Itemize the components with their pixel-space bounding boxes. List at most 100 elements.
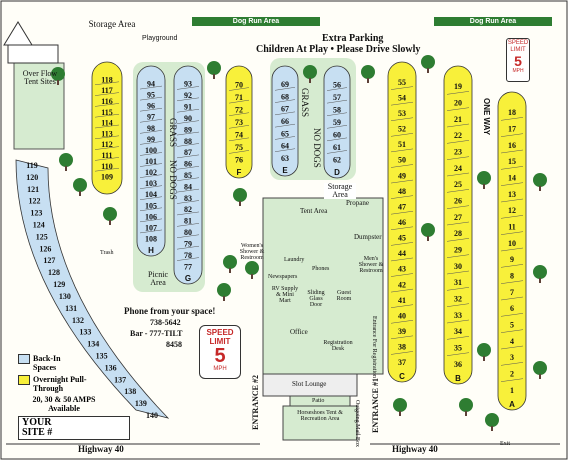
speed-sign-1-l1: SPEED <box>507 40 529 46</box>
site-96: 96 <box>147 102 155 111</box>
site-90: 90 <box>184 114 192 123</box>
site-134: 134 <box>87 340 99 349</box>
no-dogs-label-1: NO DOGS <box>168 160 178 200</box>
tree-icon <box>73 178 87 192</box>
site-divider <box>390 148 414 153</box>
site-92: 92 <box>184 91 192 100</box>
site-71: 71 <box>235 93 243 102</box>
site-113: 113 <box>101 129 113 138</box>
site-17: 17 <box>508 125 516 134</box>
site-divider <box>390 133 414 137</box>
site-43: 43 <box>398 265 406 274</box>
site-22: 22 <box>454 131 462 140</box>
site-85: 85 <box>184 171 192 180</box>
site-divider <box>390 179 414 184</box>
legend-backin-swatch <box>18 354 30 364</box>
site-40: 40 <box>398 311 406 320</box>
site-61: 61 <box>333 143 341 152</box>
office-label: Office <box>290 328 308 336</box>
playground-label: Playground <box>142 35 178 42</box>
site-divider <box>176 257 200 261</box>
site-39: 39 <box>398 327 406 336</box>
your-site-label: YOUR SITE # <box>22 417 53 438</box>
site-divider <box>139 218 163 223</box>
site-divider <box>446 123 470 128</box>
site-divider <box>500 149 524 154</box>
site-126: 126 <box>39 244 51 253</box>
site-76: 76 <box>235 156 243 165</box>
column-letter-C: C <box>399 372 405 381</box>
site-divider <box>176 86 200 90</box>
entrance-1-label: ENTRANCE #1 <box>371 378 380 433</box>
site-36: 36 <box>454 360 462 369</box>
site-81: 81 <box>184 217 192 226</box>
site-divider <box>139 174 163 178</box>
site-42: 42 <box>398 280 406 289</box>
speed-sign-1-unit: MPH <box>512 68 524 74</box>
col_a-strip <box>497 91 527 411</box>
storage-mid-label: Storage Area <box>324 183 356 199</box>
site-divider <box>176 200 200 204</box>
site-112: 112 <box>101 140 113 149</box>
col_g-strip <box>173 65 203 285</box>
site-divider <box>446 107 470 111</box>
site-132: 132 <box>72 316 84 325</box>
highway-40-right-label: Highway 40 <box>392 444 438 454</box>
site-45: 45 <box>398 234 406 243</box>
site-107: 107 <box>145 223 157 232</box>
site-121: 121 <box>27 185 39 194</box>
horseshoes-area <box>282 405 358 441</box>
site-51: 51 <box>398 140 406 149</box>
col_d-strip <box>323 65 351 179</box>
tree-trunk-icon <box>367 78 369 83</box>
site-divider <box>176 97 200 102</box>
column-letter-H: H <box>148 246 154 255</box>
outgoing-mail-label: Outgoing Mail Box <box>354 400 360 448</box>
site-divider <box>139 163 163 167</box>
site-47: 47 <box>398 202 406 211</box>
site-divider <box>228 137 250 142</box>
phone-line-2: 738-5642 <box>150 318 181 327</box>
site-divider <box>390 257 414 262</box>
site-divider <box>390 273 414 277</box>
site-124: 124 <box>33 221 45 230</box>
site-27: 27 <box>454 213 462 222</box>
site-127: 127 <box>43 256 55 265</box>
site-divider <box>446 336 470 340</box>
site-divider <box>274 148 296 152</box>
laundry-label: Laundry <box>284 257 305 263</box>
site-2: 2 <box>510 370 514 379</box>
site-138: 138 <box>124 387 136 396</box>
speed-sign-2-l1: SPEED <box>206 328 234 337</box>
site-102: 102 <box>145 168 157 177</box>
dumpster-label: Dumpster <box>354 233 382 241</box>
site-100: 100 <box>145 146 157 155</box>
site-122: 122 <box>28 197 40 206</box>
column-letter-F: F <box>237 168 242 177</box>
site-72: 72 <box>235 105 243 114</box>
site-divider <box>94 167 120 172</box>
site-divider <box>176 120 200 124</box>
site-136: 136 <box>105 363 117 372</box>
exit-label: Exit <box>500 441 510 447</box>
column-letter-A: A <box>509 400 515 409</box>
site-divider <box>500 329 524 333</box>
site-divider <box>228 150 250 154</box>
site-57: 57 <box>333 93 341 102</box>
site-106: 106 <box>145 212 157 221</box>
site-108: 108 <box>145 234 157 243</box>
site-divider <box>274 87 296 91</box>
site-divider <box>326 150 348 154</box>
site-8: 8 <box>510 272 514 281</box>
site-divider <box>446 91 470 95</box>
site-divider <box>94 157 120 161</box>
site-133: 133 <box>79 328 91 337</box>
tree-icon <box>477 343 491 357</box>
site-18: 18 <box>508 108 516 117</box>
site-divider <box>139 196 163 200</box>
site-divider <box>446 254 470 258</box>
site-divider <box>500 166 524 170</box>
site-divider <box>94 124 120 129</box>
site-divider <box>139 229 163 234</box>
